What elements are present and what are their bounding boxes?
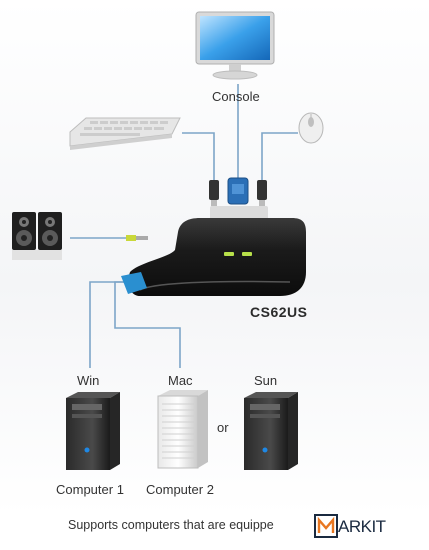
speakers-icon (12, 212, 62, 260)
computer2-cable (114, 281, 181, 368)
vga-connector-icon (227, 177, 249, 205)
mouse-icon (298, 112, 324, 144)
caption-text: Supports computers that are equippe (68, 518, 274, 532)
usb-cable-head (121, 272, 147, 294)
win-label: Win (77, 373, 100, 388)
cables (70, 84, 298, 368)
audio-jack-icon (126, 235, 148, 241)
sun-label: Sun (254, 373, 278, 388)
ps2-mouse-plug-icon (257, 180, 267, 206)
device-model-label: CS62US (250, 304, 308, 320)
or-label: or (217, 420, 229, 435)
port-led-1 (224, 252, 234, 256)
mac-pro-icon (157, 390, 208, 469)
computer2-label: Computer 2 (146, 482, 214, 497)
keyboard-icon (69, 117, 181, 150)
computer1-label: Computer 1 (56, 482, 124, 497)
ps2-keyboard-plug-icon (209, 180, 219, 206)
console-label: Console (212, 89, 260, 104)
markit-logo (314, 514, 338, 538)
tower-pc-icon (66, 392, 120, 470)
computer1-cable (89, 281, 125, 368)
mac-label: Mac (168, 373, 193, 388)
logo-text: ARKIT (338, 517, 386, 536)
keyboard-cable (182, 132, 215, 180)
kvm-connection-diagram (12, 11, 324, 470)
kvm-switch-icon (121, 206, 306, 296)
monitor-icon (195, 11, 275, 80)
sun-workstation-icon (244, 392, 298, 470)
mouse-cable (261, 132, 298, 180)
port-led-2 (242, 252, 252, 256)
